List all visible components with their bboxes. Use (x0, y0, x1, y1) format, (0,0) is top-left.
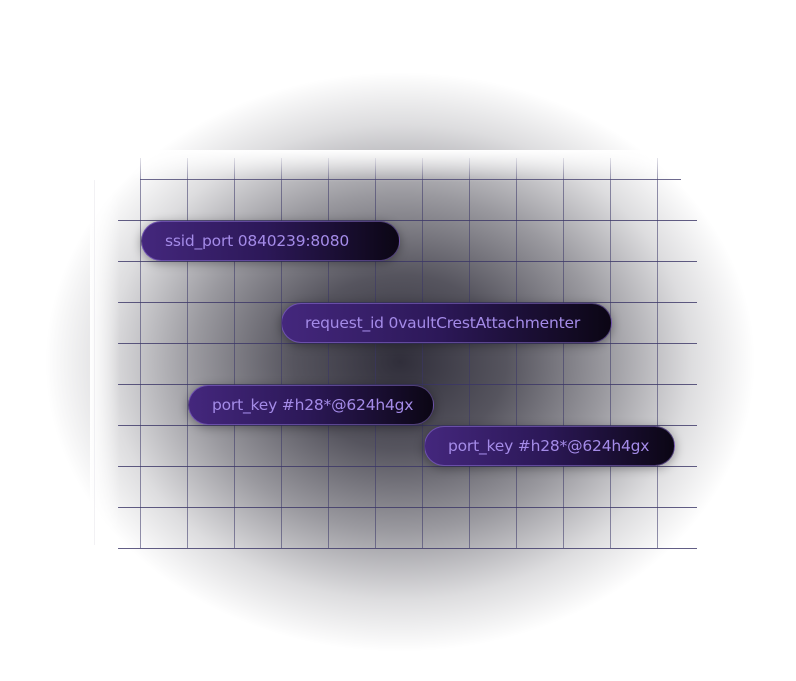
tag-label: port_key #h28*@624h4gx (448, 437, 650, 455)
tag-pill: request_id 0vaultCrestAttachmenter (281, 303, 612, 343)
tag-label: ssid_port 0840239:8080 (165, 232, 350, 250)
tag-label: port_key #h28*@624h4gx (212, 396, 414, 414)
tag-label: request_id 0vaultCrestAttachmenter (305, 314, 581, 332)
tag-pill: ssid_port 0840239:8080 (141, 221, 400, 261)
tag-pill: port_key #h28*@624h4gx (424, 426, 675, 466)
tag-pill: port_key #h28*@624h4gx (188, 385, 434, 425)
